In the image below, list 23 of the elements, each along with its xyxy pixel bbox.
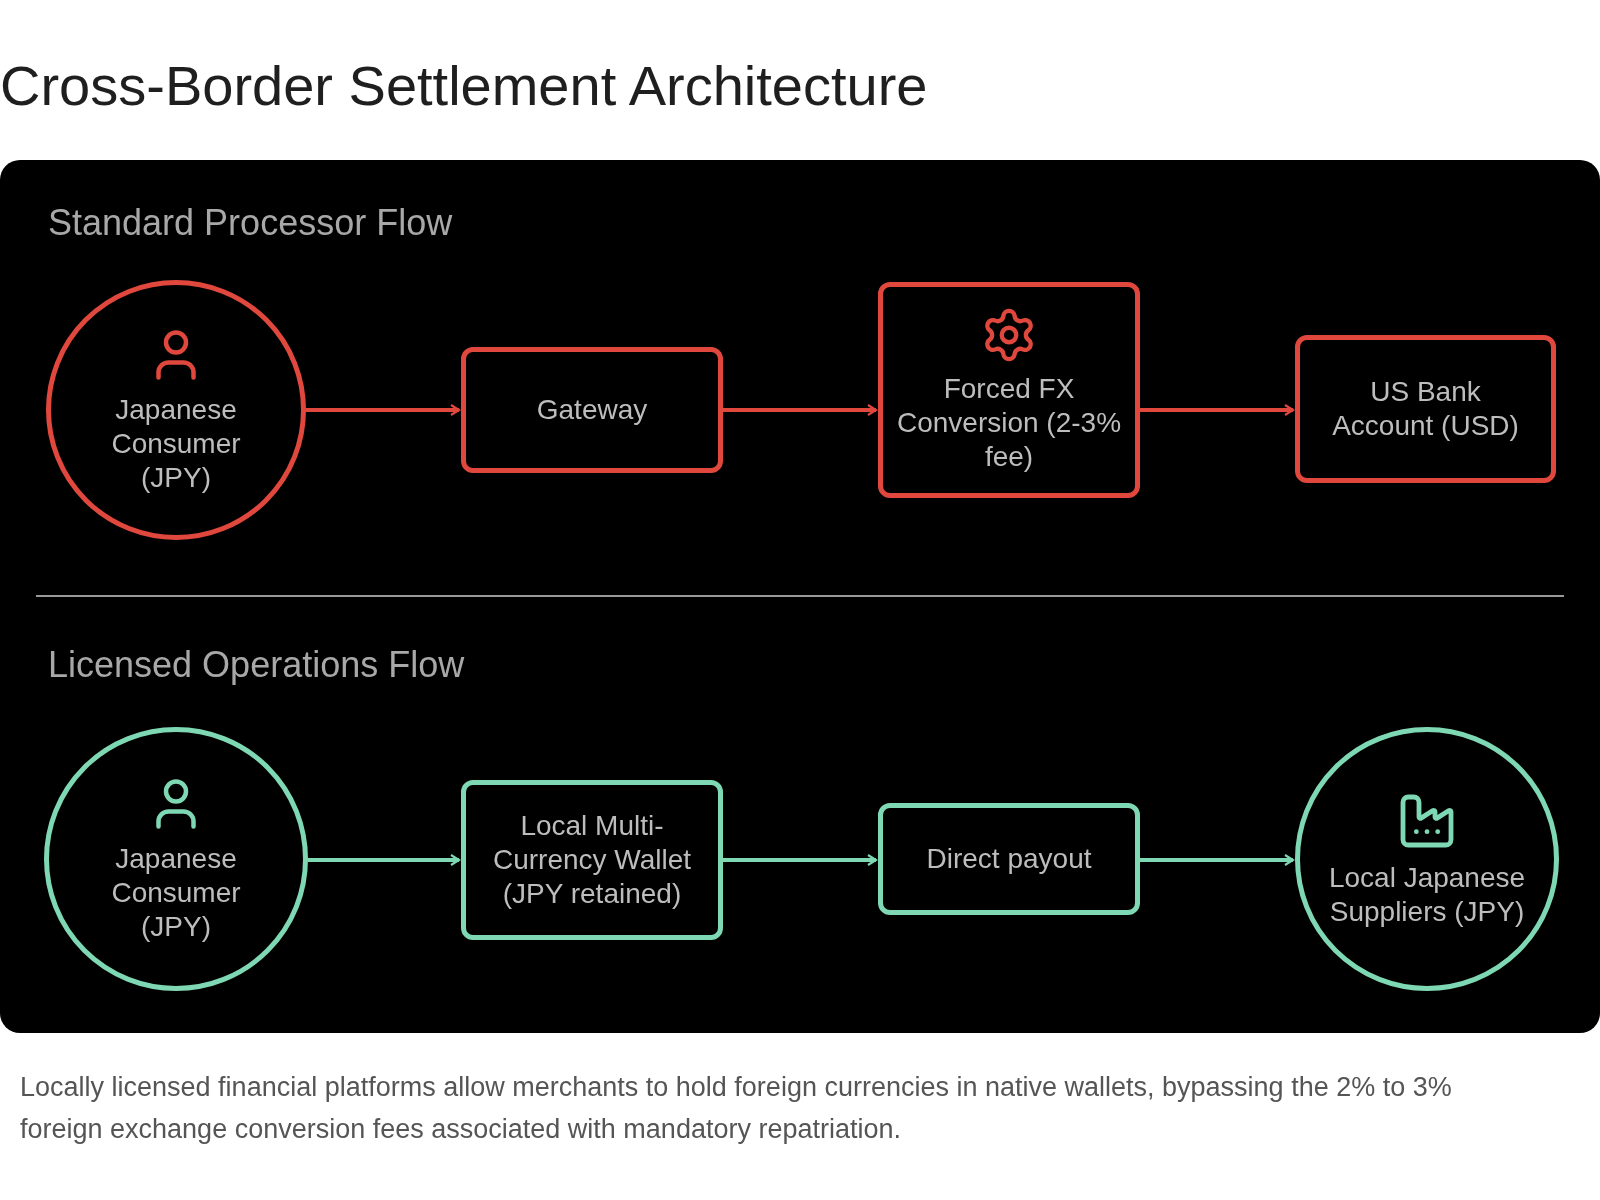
process-box xyxy=(878,803,1140,915)
node-label: Gateway xyxy=(535,393,649,427)
arrow xyxy=(308,853,461,867)
title: Cross-Border Settlement Architecture xyxy=(0,58,928,114)
process-box xyxy=(1295,335,1556,483)
node-label: Local Multi-Currency Wallet (JPY retained) xyxy=(491,809,693,911)
arrow xyxy=(723,853,878,867)
process-box xyxy=(461,347,723,473)
node-label: Local Japanese Suppliers (JPY) xyxy=(1327,861,1527,929)
node-label: Japanese Consumer (JPY) xyxy=(110,842,242,944)
section-heading: Licensed Operations Flow xyxy=(48,643,465,687)
arrow xyxy=(306,403,461,417)
node-label: Forced FX Conversion (2-3% fee) xyxy=(895,372,1123,474)
arrow xyxy=(1140,853,1295,867)
node-label: Direct payout xyxy=(925,842,1093,876)
arrow xyxy=(1140,403,1295,417)
node-label: Japanese Consumer (JPY) xyxy=(110,393,242,495)
process-box xyxy=(461,780,723,940)
process-box xyxy=(878,282,1140,498)
node-label: US Bank Account (USD) xyxy=(1331,375,1520,443)
caption: Locally licensed financial platforms allow merchants to hold foreign currencies in native wallets, bypassing the 2% to 3% foreign exchange conversion fees associated with mandatory repatriation. xyxy=(20,1071,1453,1146)
arrow xyxy=(723,403,878,417)
section-heading: Standard Processor Flow xyxy=(48,201,453,245)
